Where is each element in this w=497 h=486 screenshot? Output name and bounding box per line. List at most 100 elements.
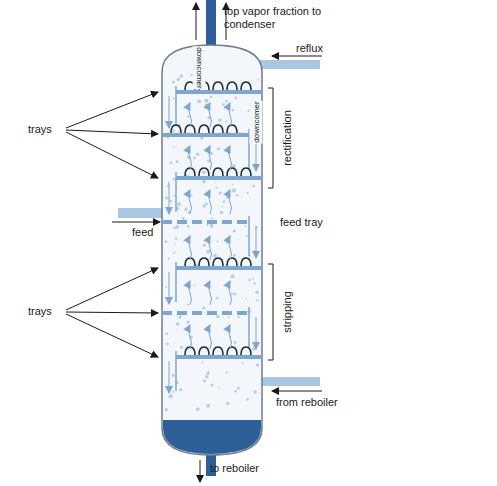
liquid-drop <box>254 250 256 252</box>
downcomer-wall <box>175 86 177 126</box>
vertical-label: downcomer <box>250 100 263 143</box>
liquid-drop <box>221 206 223 208</box>
liquid-drop <box>205 104 209 108</box>
bubble-cap <box>171 125 181 133</box>
liquid-drop <box>237 386 240 389</box>
liquid-drop <box>172 129 175 132</box>
liquid-drop <box>203 379 206 382</box>
liquid-drop <box>207 159 210 162</box>
liquid-drop <box>165 197 168 200</box>
liquid-drop <box>210 152 213 155</box>
liquid-drop <box>206 250 210 254</box>
liquid-drop <box>225 120 227 122</box>
liquid-drop <box>233 254 236 257</box>
liquid-drop <box>203 244 206 247</box>
vapor-flow <box>229 190 232 214</box>
liquid-drop <box>246 398 249 401</box>
liquid-drop <box>175 225 179 229</box>
bubble-cap <box>213 258 223 266</box>
bubble-cap <box>241 258 251 266</box>
liquid-drop <box>165 408 168 411</box>
liquid-drop <box>173 227 176 230</box>
liquid-drop <box>233 230 236 233</box>
vertical-label: rectification <box>281 110 294 166</box>
tray <box>176 355 262 359</box>
downcomer-wall <box>248 216 250 256</box>
liquid-drop <box>180 74 184 78</box>
tray <box>176 90 262 94</box>
liquid-drop <box>210 96 212 98</box>
vertical-label: downcomer <box>193 46 206 89</box>
liquid-drop <box>216 297 219 300</box>
liquid-drop <box>176 322 180 326</box>
downcomer-wall <box>175 262 177 302</box>
bubble-cap <box>199 258 209 266</box>
liquid-drop <box>179 315 182 318</box>
liquid-drop <box>205 203 208 206</box>
vapor-flow <box>229 281 232 305</box>
liquid-drop <box>217 147 220 150</box>
liquid-drop <box>248 279 251 282</box>
liquid-drop <box>197 100 201 104</box>
annotation-label: from reboiler <box>276 396 338 409</box>
liquid-drop <box>226 402 230 406</box>
liquid-drop <box>205 375 208 378</box>
tray <box>162 311 249 315</box>
liquid-drop <box>196 153 199 156</box>
downcomer-wall <box>175 351 177 391</box>
liquid-drop <box>174 243 176 245</box>
liquid-drop <box>173 178 176 181</box>
vapor-flow <box>209 103 212 127</box>
liquid-drop <box>179 388 182 391</box>
bubble-cap <box>241 347 251 355</box>
bubble-cap <box>199 168 209 176</box>
vapor-flow <box>209 236 212 260</box>
liquid-drop <box>187 116 189 118</box>
liquid-drop <box>202 171 205 174</box>
liquid-drop <box>218 118 221 121</box>
liquid-drop <box>245 225 247 227</box>
liquid-drop <box>220 211 223 214</box>
liquid-drop <box>178 131 180 133</box>
annotation-label: top vapor fraction to condenser <box>224 5 328 31</box>
bubble-cap <box>199 125 209 133</box>
annotation-label: to reboiler <box>210 462 259 475</box>
liquid-drop <box>187 304 189 306</box>
liquid-drop <box>253 185 256 188</box>
liquid-flow <box>169 182 170 214</box>
liquid-drop <box>180 346 183 349</box>
liquid-drop <box>213 254 217 258</box>
bubble-cap <box>213 125 223 133</box>
liquid-drop <box>202 204 205 207</box>
bubble-cap <box>241 82 251 90</box>
liquid-drop <box>193 157 196 160</box>
vapor-flow <box>229 325 232 349</box>
liquid-drop <box>172 374 175 377</box>
liquid-drop <box>232 109 235 112</box>
liquid-drop <box>223 201 225 203</box>
liquid-drop <box>182 217 185 220</box>
liquid-drop <box>169 394 173 398</box>
liquid-flow <box>169 272 170 304</box>
liquid-drop <box>210 225 213 228</box>
liquid-drop <box>253 282 255 284</box>
liquid-drop <box>184 208 187 211</box>
liquid-flow <box>256 139 257 171</box>
liquid-drop <box>234 390 237 393</box>
liquid-drop <box>165 240 168 243</box>
annotation-label: feed tray <box>280 216 323 229</box>
liquid-drop <box>173 195 175 197</box>
vapor-flow <box>209 281 212 305</box>
liquid-drop <box>257 79 259 81</box>
liquid-drop <box>234 341 237 344</box>
liquid-drop <box>233 293 236 296</box>
bubble-cap <box>227 347 237 355</box>
annotation-label: reflux <box>296 42 323 55</box>
liquid-drop <box>232 184 234 186</box>
liquid-drop <box>219 191 222 194</box>
vapor-flow <box>189 146 192 170</box>
liquid-drop <box>216 315 219 318</box>
vapor-flow <box>189 103 192 127</box>
liquid-drop <box>187 321 190 324</box>
